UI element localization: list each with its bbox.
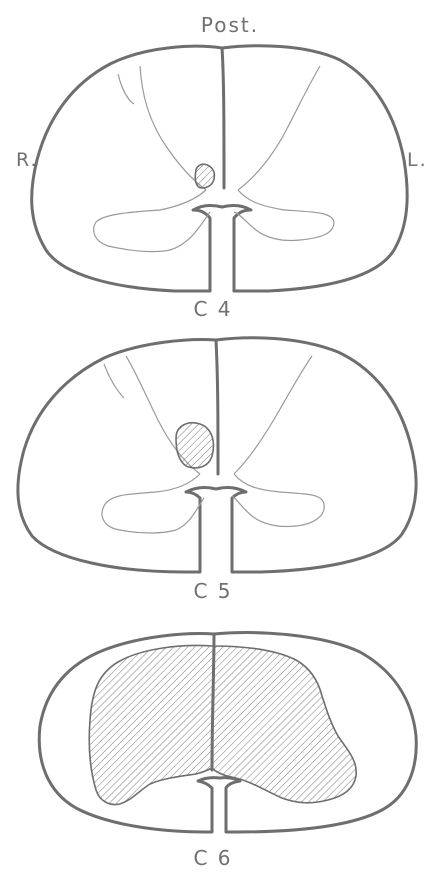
c6-level-label: C 6 <box>193 846 232 870</box>
c5-lesion-hatched <box>176 423 214 468</box>
c5-posterior-median-septum <box>216 340 218 474</box>
c4-lesion-hatched <box>195 164 214 188</box>
section-c6: C 6 <box>39 633 416 870</box>
c4-level-label: C 4 <box>193 297 232 321</box>
c4-cord-outline <box>32 46 408 291</box>
section-c5: C 5 <box>18 338 416 603</box>
c5-level-label: C 5 <box>193 579 232 603</box>
c4-posterior-median-septum <box>222 48 224 188</box>
left-side-label: L. <box>407 149 428 171</box>
c6-lesion-hatched <box>89 646 356 805</box>
c4-gray-matter <box>94 66 334 252</box>
section-c4: C 4 <box>32 46 408 321</box>
posterior-label: Post. <box>201 13 259 37</box>
